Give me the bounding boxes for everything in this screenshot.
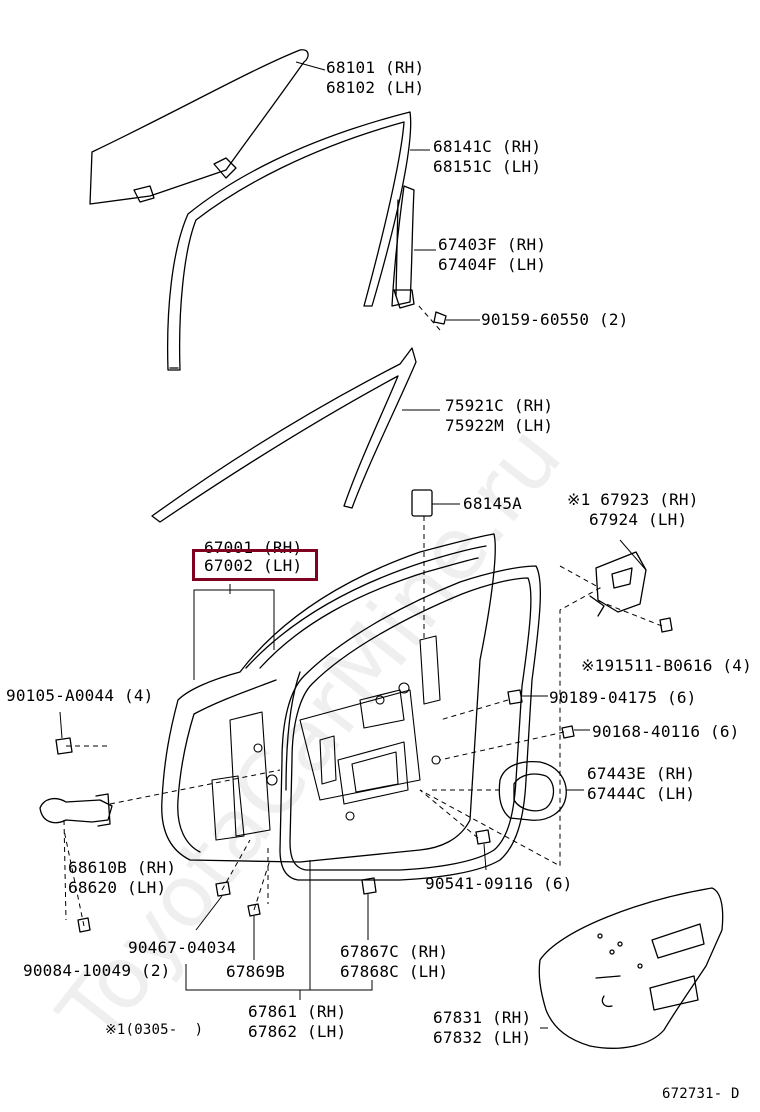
window-glass-drawing (89, 49, 309, 205)
footnote-text: ※1(0305- ) (105, 1022, 204, 1038)
label-service-cover-rh[interactable]: 67443E (RH) (587, 764, 696, 783)
clip-90541-drawing (475, 829, 491, 845)
trim-board-drawing (538, 887, 724, 1049)
label-weatherstrip-clip-lh[interactable]: 67868C (LH) (340, 962, 449, 981)
inner-panel-drawing (211, 635, 441, 841)
label-clip-90467[interactable]: 90467-04034 (128, 938, 237, 957)
door-check-drawing (39, 793, 113, 827)
label-clip-90189[interactable]: 90189-04175 (6) (549, 688, 697, 707)
label-bolt-90105[interactable]: 90105-A0044 (4) (6, 686, 154, 705)
dashed-assembly-lines (63, 304, 663, 927)
outer-moulding-drawing (151, 347, 417, 523)
label-weatherstrip-rh[interactable]: 67861 (RH) (248, 1002, 347, 1021)
label-outer-moulding-rh[interactable]: 75921C (RH) (445, 396, 554, 415)
label-door-panel-rh[interactable]: 67001 (RH) (204, 538, 303, 557)
clip-90189-drawing (507, 689, 523, 705)
label-weatherstrip-lh[interactable]: 67862 (LH) (248, 1022, 347, 1041)
label-bracket-screw[interactable]: ※191511-B0616 (4) (581, 656, 752, 675)
screw-90168-drawing (561, 725, 575, 739)
figure-code: 672731- D (662, 1086, 740, 1102)
label-outer-moulding-lh[interactable]: 75922M (LH) (445, 416, 554, 435)
label-window-glass-lh[interactable]: 68102 (LH) (326, 78, 425, 97)
glass-run-drawing (167, 111, 412, 371)
label-plug-67869b[interactable]: 67869B (226, 962, 285, 981)
door-panel-drawing (161, 533, 496, 863)
label-trim-board-lh[interactable]: 67832 (LH) (433, 1028, 532, 1047)
bolt-90105-drawing (55, 737, 73, 755)
label-bracket-lh[interactable]: 67924 (LH) (589, 510, 688, 529)
label-trim-board-rh[interactable]: 67831 (RH) (433, 1008, 532, 1027)
label-weatherstrip-clip-rh[interactable]: 67867C (RH) (340, 942, 449, 961)
label-check-assy-lh[interactable]: 68620 (LH) (68, 878, 167, 897)
label-rear-sash-rh[interactable]: 67403F (RH) (438, 235, 547, 254)
label-glass-run-lh[interactable]: 68151C (LH) (433, 157, 542, 176)
label-clip-68145a[interactable]: 68145A (463, 494, 522, 513)
bolt-90084-drawing (77, 917, 91, 933)
leader-lines (59, 61, 647, 1029)
label-service-cover-lh[interactable]: 67444C (LH) (587, 784, 696, 803)
weatherstrip-drawing (279, 565, 542, 881)
label-sash-bolt[interactable]: 90159-60550 (2) (481, 310, 629, 329)
label-rear-sash-lh[interactable]: 67404F (LH) (438, 255, 547, 274)
label-bracket-rh[interactable]: ※1 67923 (RH) (567, 490, 699, 509)
weatherstrip-clip-drawing (361, 877, 377, 895)
label-bolt-90084[interactable]: 90084-10049 (2) (23, 961, 171, 980)
clip-90467-drawing (215, 881, 231, 897)
rear-sash-drawing (391, 185, 447, 325)
label-screw-90168[interactable]: 90168-40116 (6) (592, 722, 740, 741)
label-window-glass-rh[interactable]: 68101 (RH) (326, 58, 425, 77)
label-glass-run-rh[interactable]: 68141C (RH) (433, 137, 542, 156)
clip-68145a-drawing (411, 489, 433, 517)
label-clip-90541[interactable]: 90541-09116 (6) (425, 874, 573, 893)
label-check-assy-rh[interactable]: 68610B (RH) (68, 858, 177, 877)
service-cover-drawing (498, 760, 567, 821)
plug-67869b-drawing (247, 903, 261, 917)
label-door-panel-lh[interactable]: 67002 (LH) (204, 556, 303, 575)
bracket-drawing (589, 551, 673, 633)
